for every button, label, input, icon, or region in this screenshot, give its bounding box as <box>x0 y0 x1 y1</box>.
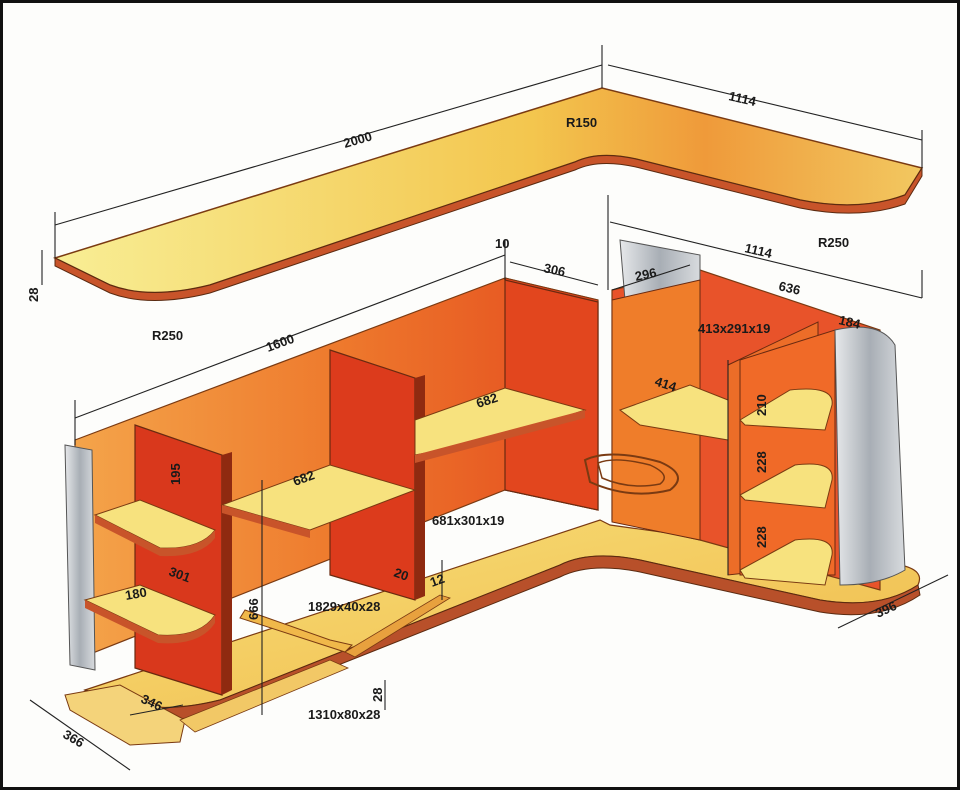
label-top-inner-radius: R150 <box>566 115 597 130</box>
front-plinth <box>239 594 451 658</box>
label-shelf-left-length: 682 <box>291 467 317 489</box>
left-end-panel <box>64 444 96 671</box>
label-shelf-gap-3: 228 <box>754 526 769 548</box>
label-return-length: 1114 <box>743 240 774 261</box>
label-top-right-radius: R250 <box>818 235 849 250</box>
label-corner-width: 184 <box>837 312 862 332</box>
label-plinth-offset: 20 <box>392 565 411 584</box>
label-end-shelf-depth: 301 <box>167 564 193 586</box>
main-shelves <box>220 387 587 538</box>
label-top-return: 1114 <box>727 88 758 109</box>
label-shelf-panel: 681x301x19 <box>432 513 504 528</box>
label-plinth-offset-2: 12 <box>428 571 447 590</box>
label-shelf-gap-2: 228 <box>754 451 769 473</box>
label-front-plinth: 1829x40x28 <box>308 599 380 614</box>
label-side-depth: 306 <box>542 260 566 279</box>
label-plinth-height: 28 <box>370 688 385 702</box>
label-base-depth: 366 <box>61 727 87 751</box>
label-top-thickness: 28 <box>26 288 41 302</box>
label-shelf-gap-1: 210 <box>754 394 769 416</box>
label-shelf-mid-length: 682 <box>474 390 499 411</box>
countertop <box>52 87 924 301</box>
left-round-shelves <box>83 499 216 644</box>
label-cabinet-height: 666 <box>246 598 261 620</box>
return-cabinet <box>583 239 906 591</box>
dimension-lines <box>29 45 949 771</box>
label-top-left-radius: R250 <box>152 328 183 343</box>
label-return-depth: 296 <box>634 265 658 284</box>
label-top-length: 2000 <box>342 128 374 150</box>
label-end-shelf-height: 195 <box>168 463 183 485</box>
label-return-panel: 413x291x19 <box>698 321 770 336</box>
base-board <box>64 659 350 746</box>
left-divider <box>134 424 232 696</box>
label-corner-shelf-depth: 414 <box>653 374 679 395</box>
label-base-board: 1310x80x28 <box>308 707 380 722</box>
label-panel-gap: 10 <box>495 236 509 251</box>
label-cabinet-length: 1600 <box>264 331 296 355</box>
label-end-shelf-small: 180 <box>124 584 148 603</box>
label-return-inner: 636 <box>777 278 802 297</box>
